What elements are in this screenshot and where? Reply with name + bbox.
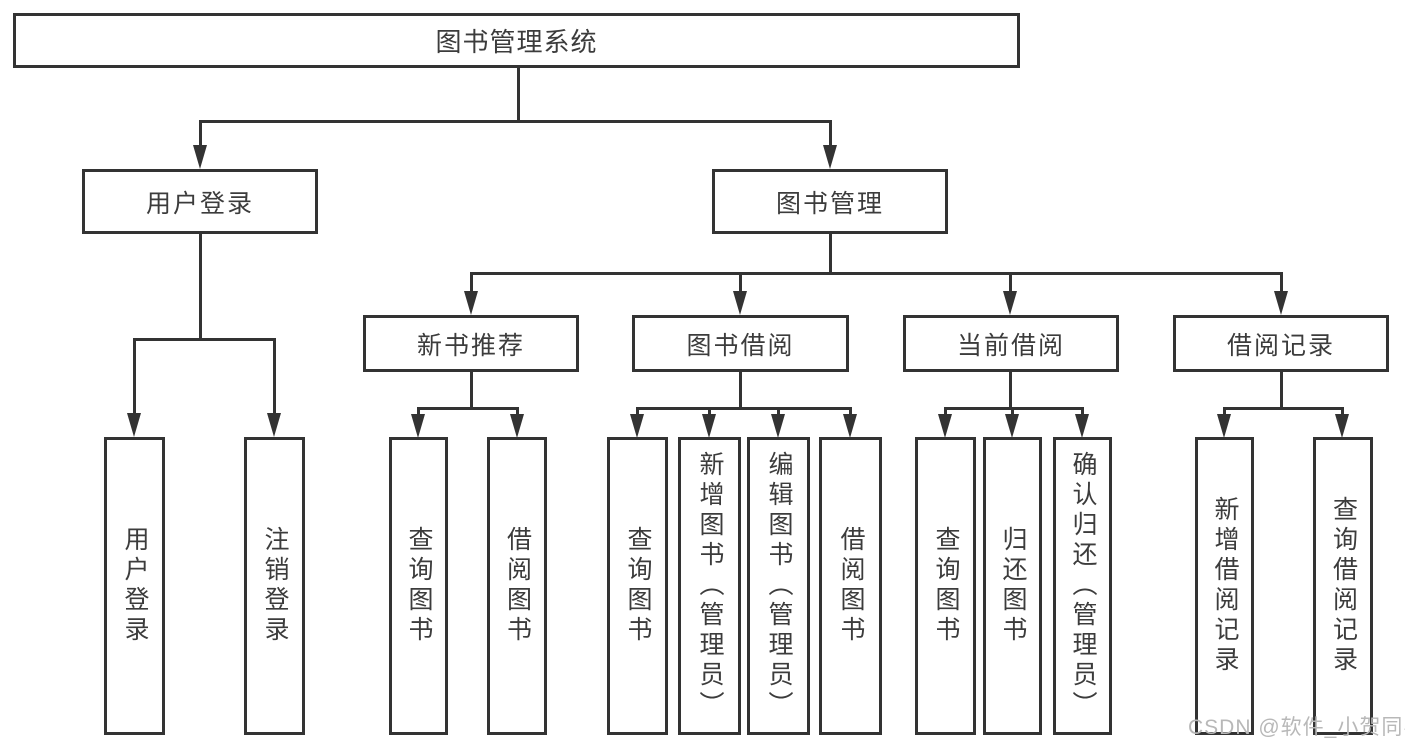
node-book-management: 图书管理 [712,169,948,234]
connector-user-login-trunk [199,234,202,338]
connector-borrow-records-trunk [1280,372,1283,407]
arrow-down-icon [630,414,644,438]
connector-stem-login-leaf [133,338,136,414]
arrow-down-icon [771,414,785,438]
connector-root-trunk [517,68,520,120]
leaf-edit-books-admin: 编辑图书（管理员） [747,437,810,735]
leaf-borrow-books-recommend: 借阅图书 [487,437,547,735]
arrow-down-icon [1274,291,1288,315]
leaf-query-books-recommend: 查询图书 [389,437,448,735]
connector-stem-logout-leaf [273,338,276,414]
connector-stem [1011,407,1014,415]
connector-new-book-rail [418,407,518,410]
connector-book-borrow-trunk [739,372,742,407]
arrow-down-icon [702,414,716,438]
connector-stem [1223,407,1226,415]
connector-new-book-trunk [470,372,473,407]
arrow-down-icon [1217,414,1231,438]
node-borrow-records: 借阅记录 [1173,315,1389,372]
connector-stem [944,407,947,415]
connector-stem [636,407,639,415]
node-current-borrow: 当前借阅 [903,315,1119,372]
leaf-query-books-borrow: 查询图书 [607,437,668,735]
connector-stem [1341,407,1344,415]
connector-stem-borrow-records [1280,272,1283,292]
csdn-watermark: CSDN @软件_小贺同学 [1188,716,1405,739]
node-book-borrow: 图书借阅 [632,315,849,372]
node-library-system: 图书管理系统 [13,13,1020,68]
arrow-down-icon [1335,414,1349,438]
connector-borrow-records-rail [1224,407,1344,410]
arrow-down-icon [510,414,524,438]
leaf-query-books-current: 查询图书 [915,437,976,735]
leaf-query-borrow-record: 查询借阅记录 [1313,437,1373,735]
leaf-borrow-books: 借阅图书 [819,437,882,735]
connector-stem-book-borrow [739,272,742,292]
node-new-book-recommend: 新书推荐 [363,315,579,372]
arrow-down-icon [411,414,425,438]
arrow-down-icon [823,145,837,169]
arrow-down-icon [127,413,141,437]
arrow-down-icon [1003,291,1017,315]
arrow-down-icon [267,413,281,437]
connector-current-borrow-rail [945,407,1083,410]
leaf-logout: 注销登录 [244,437,305,735]
connector-stem-current-borrow [1009,272,1012,292]
connector-level3-rail [470,272,1282,275]
leaf-add-borrow-record: 新增借阅记录 [1195,437,1254,735]
arrow-down-icon [938,414,952,438]
connector-stem-book-management [829,120,832,146]
arrow-down-icon [193,145,207,169]
arrow-down-icon [843,414,857,438]
connector-level2-rail [199,120,831,123]
connector-stem [1081,407,1084,415]
leaf-user-login: 用户登录 [104,437,165,735]
connector-user-login-rail [133,338,276,341]
connector-book-borrow-rail [637,407,851,410]
arrow-down-icon [733,291,747,315]
leaf-confirm-return-admin: 确认归还（管理员） [1053,437,1112,735]
connector-stem-new-book [470,272,473,292]
connector-stem [849,407,852,415]
connector-book-mgmt-trunk [829,234,832,272]
node-user-login: 用户登录 [82,169,318,234]
arrow-down-icon [1005,414,1019,438]
arrow-down-icon [464,291,478,315]
connector-stem [417,407,420,415]
connector-stem [777,407,780,415]
connector-stem [708,407,711,415]
connector-stem [516,407,519,415]
connector-stem-user-login [199,120,202,146]
leaf-add-books-admin: 新增图书（管理员） [678,437,741,735]
arrow-down-icon [1075,414,1089,438]
leaf-return-books: 归还图书 [983,437,1042,735]
connector-current-borrow-trunk [1009,372,1012,407]
